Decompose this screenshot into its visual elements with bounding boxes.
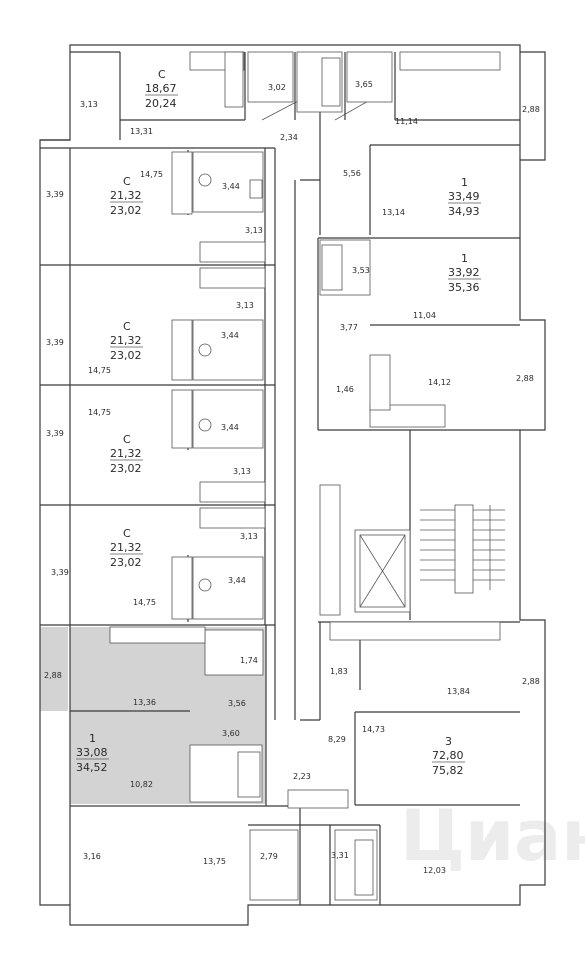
room-area: 3,16	[83, 852, 101, 861]
apartment-total-area: 23,02	[110, 556, 142, 569]
room-area: 3,13	[245, 226, 263, 235]
apartment-type: 1	[461, 252, 468, 265]
room-area: 3,39	[46, 429, 64, 438]
room-area: 3,13	[233, 467, 251, 476]
watermark-logo: Циан	[400, 795, 585, 877]
room-area: 13,75	[203, 857, 226, 866]
room-area: 2,34	[280, 133, 298, 142]
room-area: 3,77	[340, 323, 358, 332]
apartment-living-area: 33,08	[76, 746, 108, 759]
room-area: 3,39	[46, 338, 64, 347]
room-area: 8,29	[328, 735, 346, 744]
apartment-living-area: 33,49	[448, 190, 480, 203]
room-area: 3,44	[222, 182, 240, 191]
room-area: 3,44	[228, 576, 246, 585]
room-area: 13,36	[133, 698, 156, 707]
room-area: 1,74	[240, 656, 258, 665]
apartment-label-left-1: С 21,32 23,02	[110, 175, 143, 217]
room-area: 3,13	[236, 301, 254, 310]
apartment-label-top-c: С 18,67 20,24	[145, 68, 178, 110]
apartment-label-left-2: С 21,32 23,02	[110, 320, 143, 362]
room-area: 3,39	[51, 568, 69, 577]
apartment-living-area: 21,32	[110, 189, 142, 202]
room-area: 1,46	[336, 385, 354, 394]
room-area: 14,75	[88, 408, 111, 417]
room-area: 14,73	[362, 725, 385, 734]
apartment-type: С	[123, 320, 131, 333]
room-area: 11,04	[413, 311, 436, 320]
room-area: 10,82	[130, 780, 153, 789]
room-area: 14,75	[140, 170, 163, 179]
room-area: 2,79	[260, 852, 278, 861]
outer-walls	[39, 44, 546, 926]
apartment-labels: С 18,67 20,24 С 21,32 23,02 С 21,32 23,0…	[76, 68, 481, 777]
room-area: 3,56	[228, 699, 246, 708]
apartment-type: С	[123, 433, 131, 446]
elevator-shaft	[319, 484, 411, 616]
apartment-total-area: 23,02	[110, 204, 142, 217]
apartment-type: 1	[461, 176, 468, 189]
apartment-total-area: 23,02	[110, 462, 142, 475]
apartment-type: 1	[89, 732, 96, 745]
right-apartment-walls	[317, 52, 520, 806]
room-area: 3,13	[240, 532, 258, 541]
room-area: 5,56	[343, 169, 361, 178]
room-area: 3,44	[221, 331, 239, 340]
corridor-walls	[261, 99, 371, 721]
room-area: 3,13	[80, 100, 98, 109]
room-area: 13,31	[130, 127, 153, 136]
apartment-type: 3	[445, 735, 452, 748]
apartment-total-area: 75,82	[432, 764, 464, 777]
room-area: 11,14	[395, 117, 418, 126]
apartment-label-right-1: 1 33,49 34,93	[448, 176, 481, 218]
stairwell	[420, 504, 505, 594]
room-area: 2,88	[522, 105, 540, 114]
apartment-total-area: 35,36	[448, 281, 480, 294]
apartment-type: С	[158, 68, 166, 81]
apartment-living-area: 21,32	[110, 541, 142, 554]
top-apartment-walls	[120, 52, 520, 121]
room-area: 2,88	[522, 677, 540, 686]
room-area: 3,60	[222, 729, 240, 738]
room-area: 3,53	[352, 266, 370, 275]
apartment-type: С	[123, 527, 131, 540]
apartment-total-area: 20,24	[145, 97, 177, 110]
apartment-label-right-3: 3 72,80 75,82	[432, 735, 465, 777]
room-area: 2,23	[293, 772, 311, 781]
room-area: 14,75	[88, 366, 111, 375]
room-area: 1,83	[330, 667, 348, 676]
apartment-living-area: 21,32	[110, 447, 142, 460]
left-apartment-walls	[40, 147, 300, 905]
apartment-label-left-4: С 21,32 23,02	[110, 527, 143, 569]
room-area: 3,31	[331, 851, 349, 860]
apartment-total-area: 23,02	[110, 349, 142, 362]
apartment-living-area: 18,67	[145, 82, 177, 95]
apartment-label-left-selected: 1 33,08 34,52	[76, 732, 109, 774]
bathroom-fixtures	[189, 51, 393, 901]
apartment-total-area: 34,93	[448, 205, 480, 218]
apartment-type: С	[123, 175, 131, 188]
apartment-living-area: 21,32	[110, 334, 142, 347]
room-area: 12,03	[423, 866, 446, 875]
room-area: 14,12	[428, 378, 451, 387]
room-area: 14,75	[133, 598, 156, 607]
room-area: 13,14	[382, 208, 405, 217]
kitchen-counters	[109, 51, 501, 809]
room-area: 3,39	[46, 190, 64, 199]
apartment-living-area: 72,80	[432, 749, 464, 762]
bottom-apartment-walls	[248, 806, 381, 905]
room-area: 2,88	[516, 374, 534, 383]
apartment-label-left-3: С 21,32 23,02	[110, 433, 143, 475]
apartment-total-area: 34,52	[76, 761, 108, 774]
apartment-label-right-2: 1 33,92 35,36	[448, 252, 481, 294]
room-area-labels: 3,13 13,31 3,02 3,65 2,34 11,14 2,88 5,5…	[44, 80, 540, 875]
room-area: 3,02	[268, 83, 286, 92]
room-area: 2,88	[44, 671, 62, 680]
apartment-living-area: 33,92	[448, 266, 480, 279]
room-area: 13,84	[447, 687, 470, 696]
room-area: 3,65	[355, 80, 373, 89]
room-area: 3,44	[221, 423, 239, 432]
